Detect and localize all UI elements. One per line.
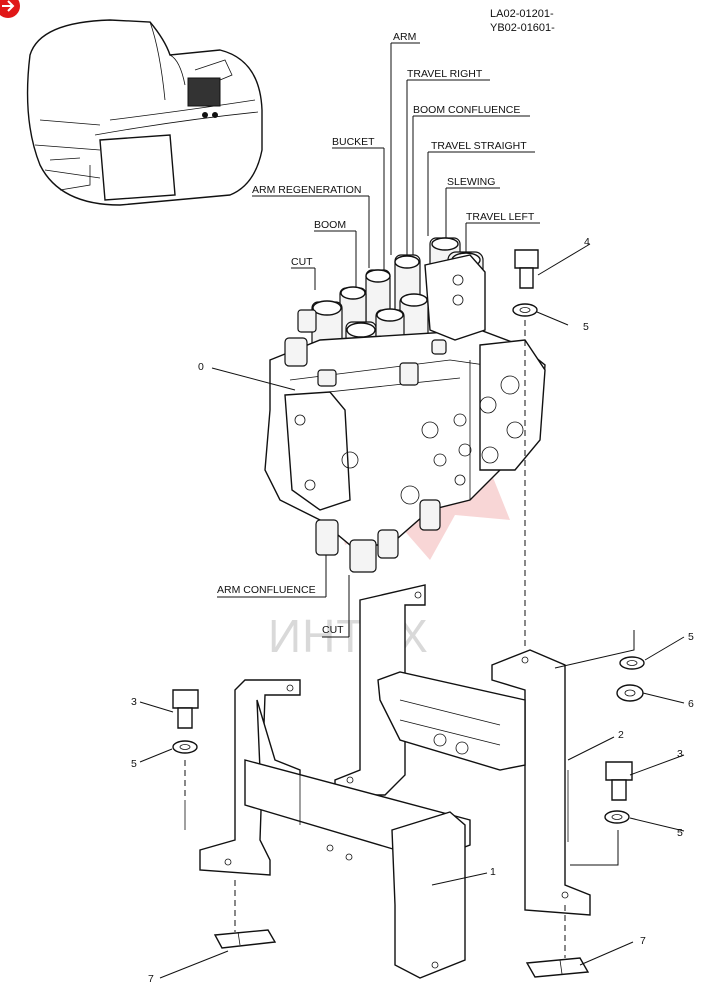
label-boom-confluence: BOOM CONFLUENCE [413,104,520,116]
callout-5-right-top: 5 [688,631,694,643]
callout-0: 0 [198,361,204,373]
control-valve-assembly [264,237,546,573]
callout-7-right: 7 [640,935,646,947]
callout-4: 4 [584,236,590,248]
callout-6: 6 [688,698,694,710]
hardware-fasteners [172,249,645,978]
label-slewing: SLEWING [447,176,495,188]
label-cut-bottom: CUT [322,624,344,636]
callout-5-left: 5 [131,758,137,770]
drawing-code-1: LA02-01201- [490,8,554,20]
label-arm-regeneration: ARM REGENERATION [252,184,361,196]
callout-5-right: 5 [677,827,683,839]
circle-arrow-icon [0,0,20,18]
label-boom: BOOM [314,219,346,231]
mounting-bracket-2 [377,649,591,916]
assembly-lines [184,320,569,958]
callout-3-right: 3 [677,748,683,760]
callout-1: 1 [490,866,496,878]
callout-2: 2 [618,729,624,741]
label-bucket: BUCKET [332,136,375,148]
label-arm-confluence: ARM CONFLUENCE [217,584,316,596]
callout-3-left: 3 [131,696,137,708]
label-underlines [217,42,540,638]
callout-leaders [139,243,685,979]
label-travel-straight: TRAVEL STRAIGHT [431,140,527,152]
callout-7-left: 7 [148,973,154,985]
drawing-code-2: YB02-01601- [490,22,555,34]
label-travel-left: TRAVEL LEFT [466,211,535,223]
callout-5-top: 5 [583,321,589,333]
label-arm: ARM [393,31,416,43]
machine-thumbnail [26,19,263,206]
label-cut-top: CUT [291,256,313,268]
label-travel-right: TRAVEL RIGHT [407,68,483,80]
